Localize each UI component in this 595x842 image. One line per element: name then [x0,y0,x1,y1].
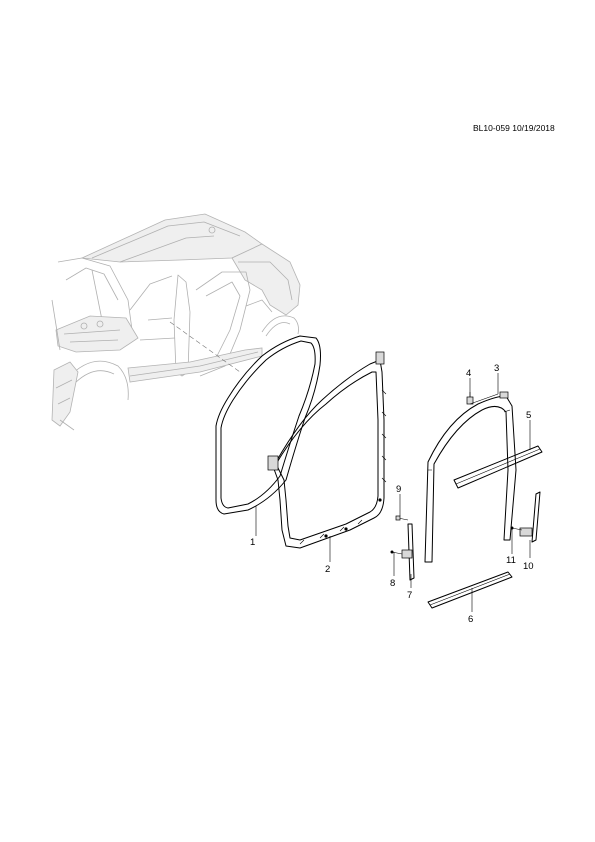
callout-4: 4 [466,368,471,379]
part-8-screw [390,550,403,555]
vehicle-body-outline [51,213,301,431]
callout-7: 7 [407,590,412,601]
part-1-body-door-seal [215,335,321,515]
part-3-window-run-channel [424,391,517,563]
part-7-front-bracket [401,523,415,581]
callout-leader-lines [255,373,531,612]
callout-6: 6 [468,614,473,625]
part-6-lower-strip [427,571,513,609]
callout-5: 5 [526,410,531,421]
part-5-belt-molding [453,445,543,489]
callout-10: 10 [523,561,534,572]
callout-labels: 1 2 3 4 5 6 7 8 9 10 11 [250,363,534,625]
callout-3: 3 [494,363,499,374]
installation-guide-line [169,321,241,373]
callout-8: 8 [390,578,395,589]
part-10-rear-bracket [519,491,541,543]
callout-1: 1 [250,537,255,548]
part-9-screw [395,515,409,521]
callout-2: 2 [325,564,330,575]
part-2-door-frame-seal [267,351,387,549]
callout-9: 9 [396,484,401,495]
diagram-reference-code: BL10-059 10/19/2018 [473,123,555,133]
callout-11: 11 [506,555,516,566]
